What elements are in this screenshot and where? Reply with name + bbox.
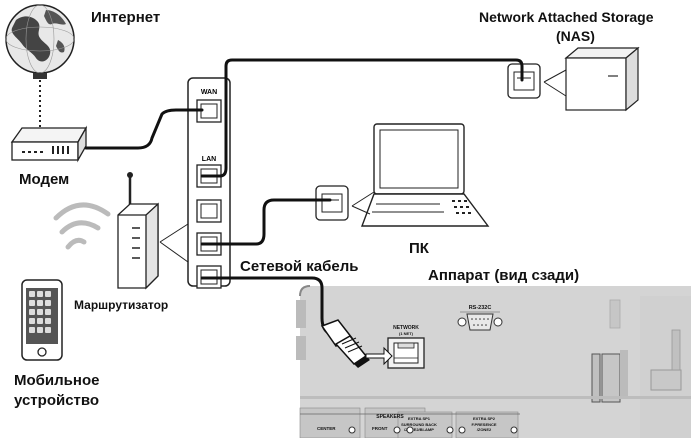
unit-label: Аппарат (вид сзади): [428, 267, 580, 284]
insert-arrow: [365, 346, 393, 366]
mobile-device: [21, 279, 63, 361]
internet-label: Интернет: [91, 9, 161, 26]
extra-sp1-tag: EXTRA SP1: [408, 416, 431, 421]
pc-label: ПК: [409, 240, 429, 257]
pc-bracket: [351, 191, 375, 215]
speakers-label: SPEAKERS: [376, 414, 404, 420]
lan-port-2: [196, 199, 222, 223]
extra-sp1-line2: /ZONE2/BI-AMP: [404, 427, 434, 432]
router-device: [117, 172, 159, 290]
router-label: Маршрутизатор: [74, 298, 169, 312]
extra-sp1-line1: SURROUND BACK: [401, 422, 437, 427]
nas-device: [564, 46, 640, 112]
network-port: NETWORK (1 NET): [387, 325, 425, 369]
nas-port: [507, 63, 541, 99]
nas-label-line1: Network Attached Storage: [479, 9, 654, 25]
pc-laptop: [360, 123, 490, 227]
network-label: NETWORK: [393, 325, 419, 331]
nas-bracket: [543, 69, 567, 97]
nas-label-line2: (NAS): [556, 28, 595, 44]
rs232c-port: RS-232C: [457, 305, 503, 331]
network-cables: [84, 58, 524, 336]
extra-sp2-tag: EXTRA SP2: [473, 416, 496, 421]
modem-device: [10, 125, 88, 163]
network-sublabel: (1 NET): [399, 331, 414, 336]
wan-port-label: WAN: [201, 89, 217, 96]
speaker-terminal-row: SPEAKERS CENTER FRONT EXTRA SP1 SURROUND…: [299, 407, 520, 439]
modem-label: Модем: [19, 171, 70, 188]
extra-sp2-line1: F.PRESENCE: [471, 422, 496, 427]
extra-sp2-line2: /ZONE2: [477, 427, 492, 432]
front-label: FRONT: [372, 426, 388, 431]
rs232c-label: RS-232C: [469, 305, 492, 311]
cable-label: Сетевой кабель: [240, 258, 359, 275]
center-label: CENTER: [317, 426, 336, 431]
mobile-label-line1: Мобильное: [14, 372, 100, 389]
rj45-plug: [320, 319, 370, 368]
mobile-label-line2: устройство: [14, 392, 100, 409]
router-port-panel: WAN LAN: [187, 77, 231, 289]
globe-icon: [5, 4, 75, 79]
lan-port-label: LAN: [202, 156, 216, 163]
router-panel-bracket: [159, 223, 189, 263]
pc-port: [315, 185, 349, 221]
wifi-icon: [53, 202, 111, 250]
unit-rear-panel: SPEAKERS CENTER FRONT EXTRA SP1 SURROUND…: [296, 285, 691, 439]
